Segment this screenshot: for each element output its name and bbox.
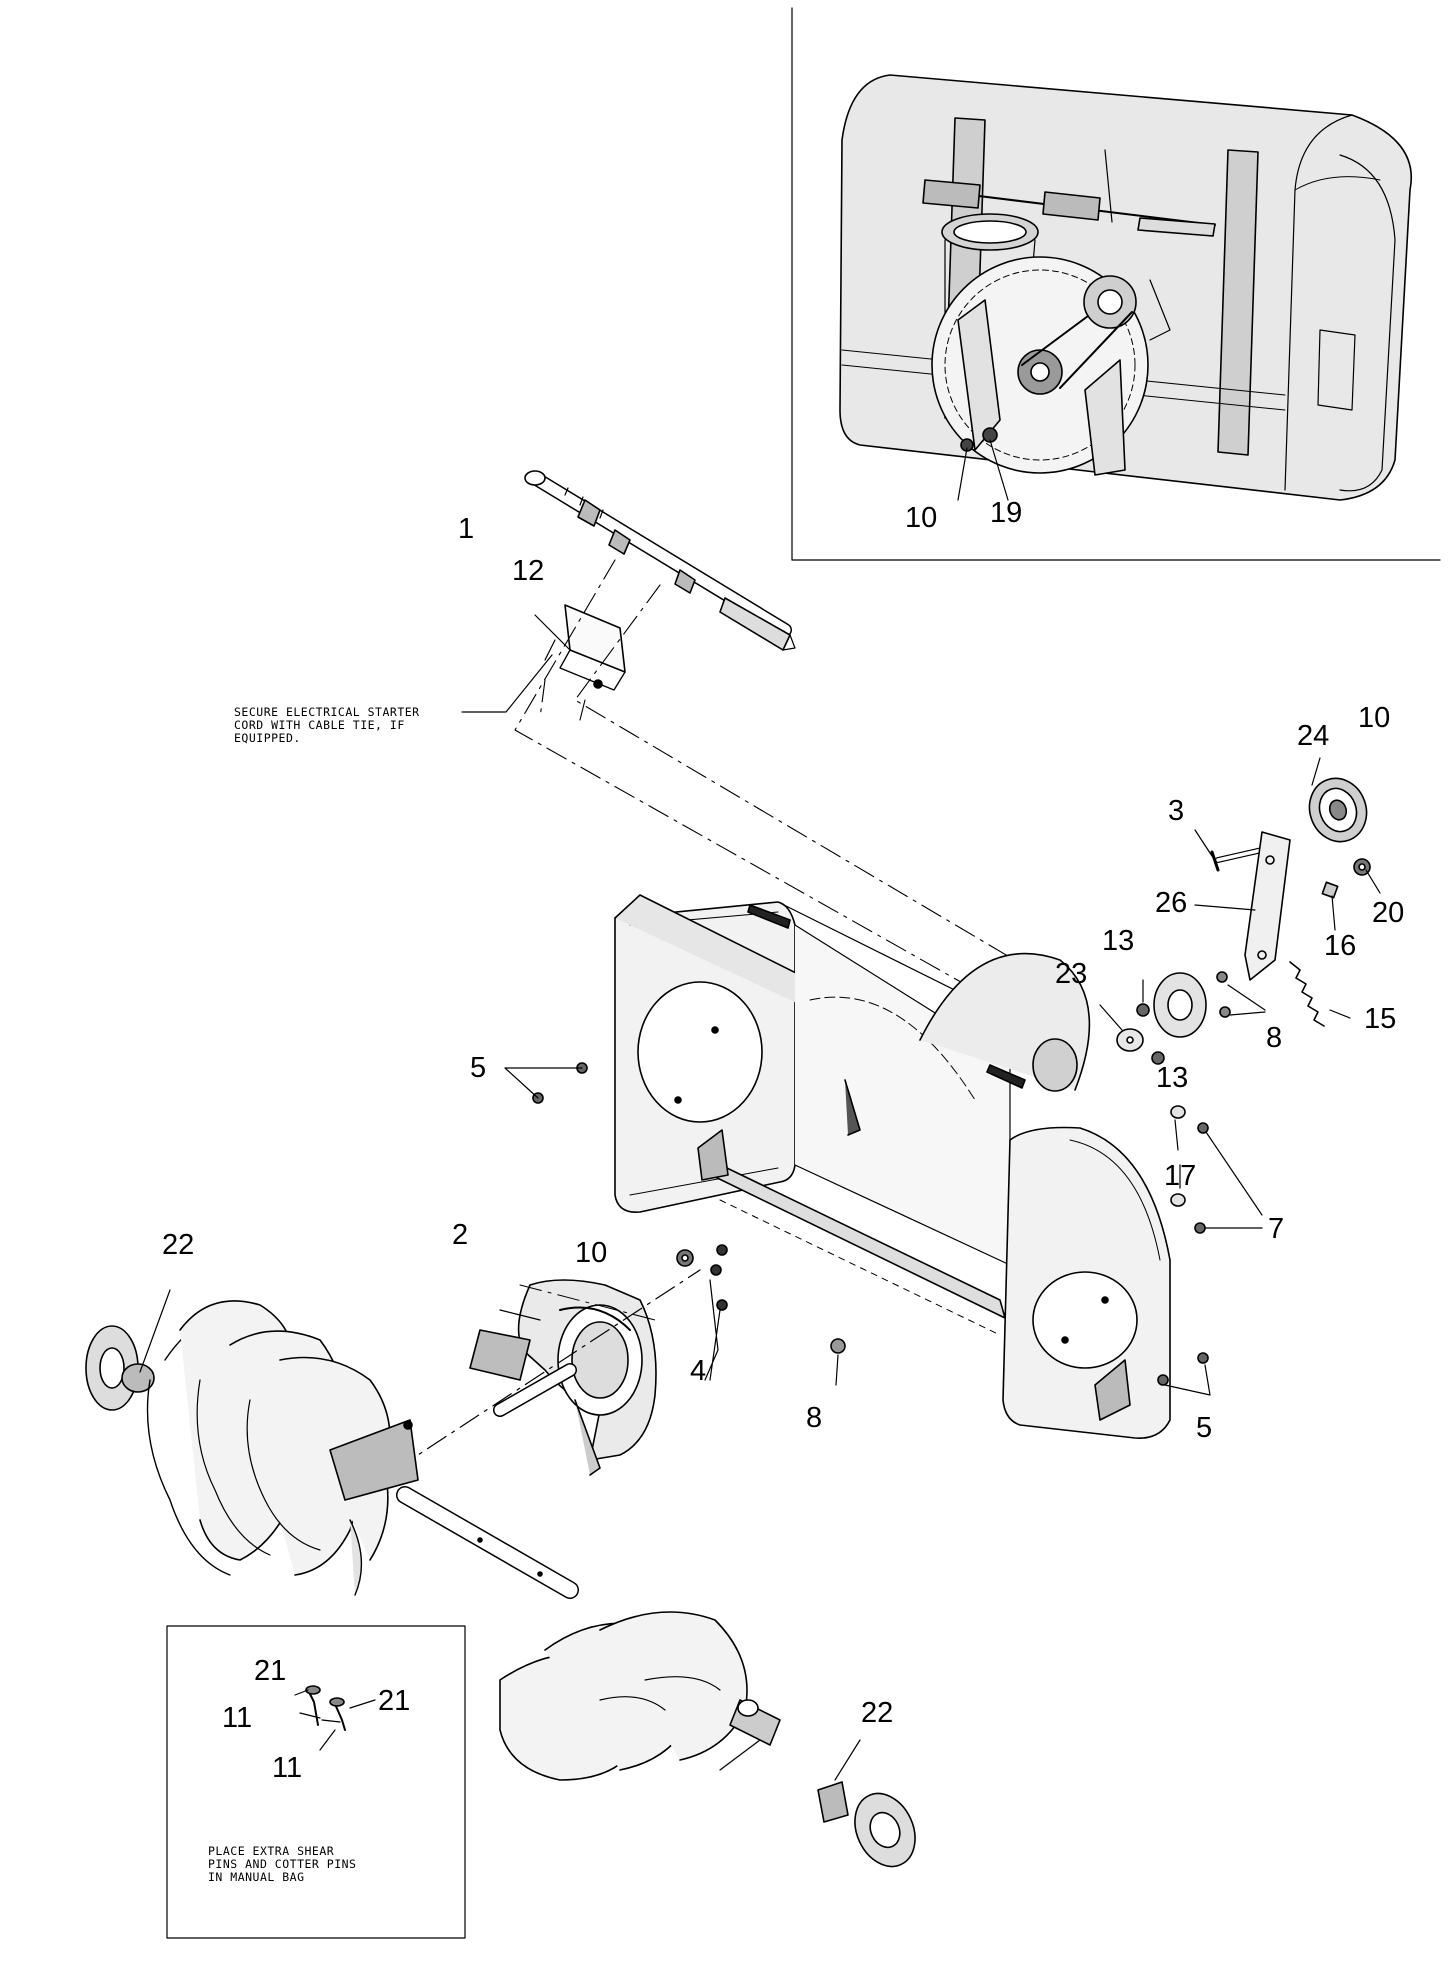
bolts-5-left	[504, 1062, 588, 1104]
callout-7: 7	[1268, 1213, 1284, 1245]
starter-note-line-3: EQUIPPED.	[234, 731, 301, 745]
inset-view	[791, 7, 1441, 561]
callout-10-top: 10	[1358, 702, 1390, 734]
callout-22-right: 22	[861, 1697, 893, 1729]
starter-note-line-1: SECURE ELECTRICAL STARTER	[234, 705, 420, 719]
callout-26: 26	[1155, 887, 1187, 919]
callout-1: 1	[458, 513, 474, 545]
starter-note-line-2: CORD WITH CABLE TIE, IF	[234, 718, 405, 732]
callout-5-left: 5	[470, 1052, 486, 1084]
nut-20	[1353, 858, 1381, 894]
callout-10-mid: 10	[575, 1237, 607, 1269]
callout-3: 3	[1168, 795, 1184, 827]
shaft-bracket	[534, 604, 626, 691]
washer-23	[1099, 1004, 1144, 1052]
callout-5-right: 5	[1196, 1412, 1212, 1444]
nut-8-low	[830, 1338, 846, 1386]
callout-12: 12	[512, 555, 544, 587]
nut-13	[1136, 979, 1165, 1065]
starter-cord-note: SECURE ELECTRICAL STARTER CORD WITH CABL…	[234, 705, 420, 745]
shear-pin-note: PLACE EXTRA SHEAR PINS AND COTTER PINS I…	[208, 1844, 356, 1884]
shear-note-line-3: IN MANUAL BAG	[208, 1870, 305, 1884]
callout-21-right: 21	[378, 1685, 410, 1717]
callout-4: 4	[690, 1355, 706, 1387]
callout-13-bottom: 13	[1156, 1062, 1188, 1094]
pulley-24	[1308, 757, 1368, 843]
shear-pin-box	[166, 1625, 466, 1939]
bolts-4	[704, 1244, 728, 1381]
inset-callout-10: 10	[905, 502, 937, 534]
callout-11-left: 11	[222, 1702, 252, 1734]
auger-left	[85, 1300, 419, 1596]
auger-housing	[614, 894, 1171, 1439]
callout-17: 17	[1164, 1160, 1196, 1192]
callout-22-left: 22	[162, 1229, 194, 1261]
callout-8-bottom: 8	[806, 1402, 822, 1434]
bolt-7	[1194, 1122, 1263, 1234]
callout-24: 24	[1297, 720, 1329, 752]
callout-16: 16	[1324, 930, 1356, 962]
shear-note-line-2: PINS AND COTTER PINS	[208, 1857, 356, 1871]
washer-17	[1170, 1105, 1186, 1207]
auger-right	[499, 1611, 781, 1781]
chute-crank-shaft	[524, 470, 796, 651]
callout-8-right: 8	[1266, 1022, 1282, 1054]
washer-16	[1321, 881, 1339, 931]
callout-21-left: 21	[254, 1655, 286, 1687]
callout-11-bottom: 11	[272, 1752, 302, 1784]
alignment-lines	[514, 559, 1041, 991]
bolt-3	[1194, 829, 1265, 872]
impeller	[469, 1279, 657, 1476]
callout-23: 23	[1055, 958, 1087, 990]
bearing-flange	[1153, 971, 1266, 1038]
idler-bracket-26	[1194, 831, 1291, 981]
shear-note-line-1: PLACE EXTRA SHEAR	[208, 1844, 334, 1858]
bushing-22-left-leader	[139, 1289, 171, 1373]
callout-2: 2	[452, 1219, 468, 1251]
bushing-22-right	[817, 1739, 916, 1868]
inset-callout-19: 19	[990, 497, 1022, 529]
spring-15	[1289, 961, 1351, 1027]
auger-shaft	[394, 1269, 701, 1599]
nut-10-mid	[676, 1249, 694, 1267]
callout-20: 20	[1372, 897, 1404, 929]
callout-13-top: 13	[1102, 925, 1134, 957]
bolts-5-right	[1157, 1352, 1211, 1396]
callout-15: 15	[1364, 1003, 1396, 1035]
